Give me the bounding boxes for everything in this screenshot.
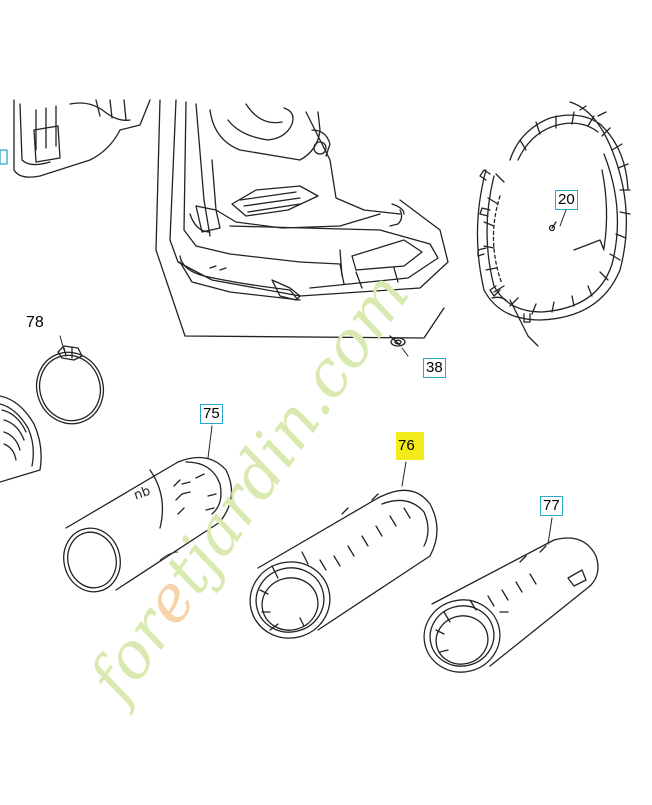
callout-77: 77	[540, 496, 563, 516]
leader-lines	[59, 209, 567, 545]
tube-part-76	[249, 489, 438, 639]
callout-78: 78	[26, 314, 44, 331]
tube-part-77	[423, 537, 599, 673]
tube-part-75	[63, 456, 233, 593]
housing-fragment-left	[0, 99, 151, 178]
callout-76: 76	[396, 432, 424, 460]
callout-75: 75	[200, 404, 223, 424]
fan-housing	[155, 99, 449, 346]
callout-20: 20	[555, 190, 578, 210]
callout-38: 38	[423, 358, 446, 378]
volute-part-20	[476, 101, 631, 347]
hose-clamp-part-78	[35, 345, 105, 425]
flex-hose-fragment	[0, 395, 42, 483]
washer-part-38	[390, 337, 406, 347]
